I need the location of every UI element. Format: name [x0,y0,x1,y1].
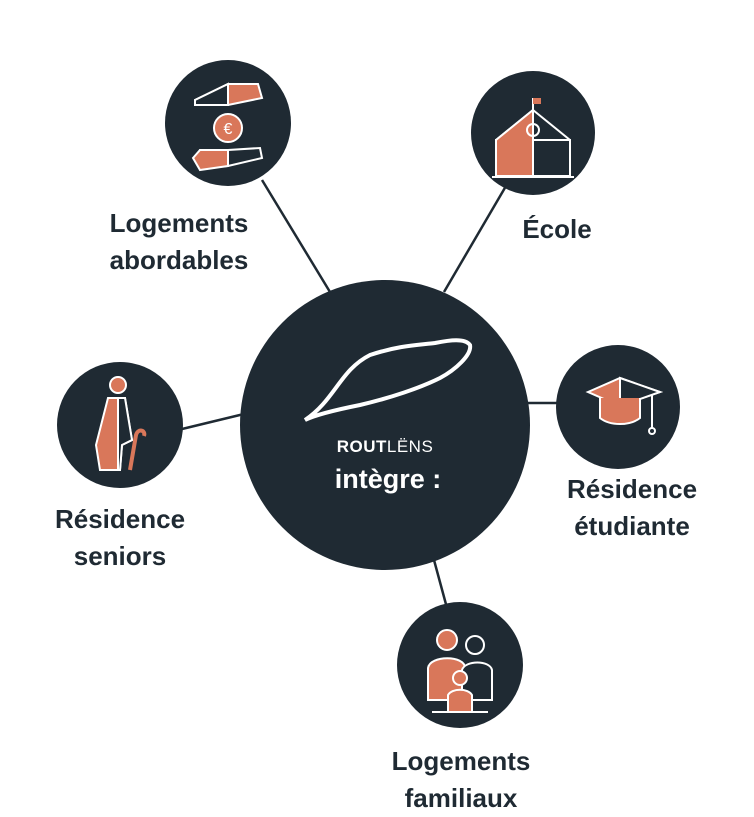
center-subtitle: intègre : [334,464,442,494]
connector-affordable [260,179,332,293]
label-school: École [522,211,591,248]
label-line: Logements [391,746,531,776]
connectors [181,179,570,609]
label-affordable-housing: Logements abordables [110,205,249,279]
label-line: seniors [73,541,167,571]
connector-seniors [181,412,245,431]
label-family-housing: Logements familiaux [392,743,531,817]
label-line: familiaux [404,783,518,813]
label-student-residence: Résidence étudiante [567,471,697,545]
connector-school [442,185,508,293]
label-line: École [522,214,592,244]
brand-light: LËNS [386,437,434,456]
hands-euro-icon: € [165,60,291,186]
label-senior-residence: Résidence seniors [55,501,185,575]
label-line: étudiante [574,511,690,541]
elderly-person-icon [57,362,183,488]
brand-logo-text: ROUTLËNS [337,437,434,457]
brand-bold: ROUT [336,437,387,456]
school-icon [471,71,595,195]
label-line: Résidence [566,474,698,504]
center-circle [240,280,530,570]
label-line: Logements [109,208,249,238]
label-line: Résidence [54,504,186,534]
svg-text:€: € [224,121,233,138]
label-line: abordables [109,245,249,275]
family-icon [397,602,523,728]
graduation-cap-icon [556,345,680,469]
routlens-logo-icon [303,338,473,422]
connector-family [432,559,449,609]
